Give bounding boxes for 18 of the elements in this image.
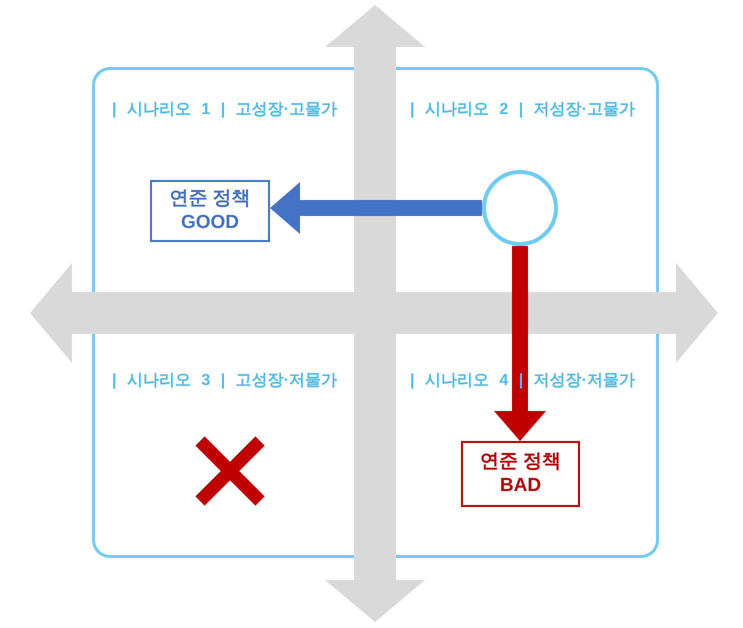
quadrant-heading: | 시나리오 1 | 고성장·고물가 [112, 100, 337, 120]
box-label: BAD [500, 474, 542, 498]
quadrant-heading: | 시나리오 2 | 저성장·고물가 [410, 100, 635, 120]
box-label: 연준 정책 [480, 450, 562, 474]
quadrant-panel [92, 334, 354, 558]
quadrant-heading: | 시나리오 3 | 고성장·저물가 [112, 371, 337, 391]
circle-mark [482, 170, 558, 246]
quadrant-panel [92, 67, 354, 292]
box-label: 연준 정책 [169, 187, 251, 211]
policy-box [150, 180, 270, 242]
arrow [494, 246, 546, 441]
cross-mark [195, 436, 265, 506]
quadrant-panel [396, 334, 659, 558]
arrow [270, 182, 482, 234]
box-label: GOOD [180, 211, 240, 235]
quadrant-heading: | 시나리오 4 | 저성장·저물가 [410, 371, 635, 391]
policy-box [461, 441, 580, 507]
quadrant-panel [396, 67, 659, 292]
